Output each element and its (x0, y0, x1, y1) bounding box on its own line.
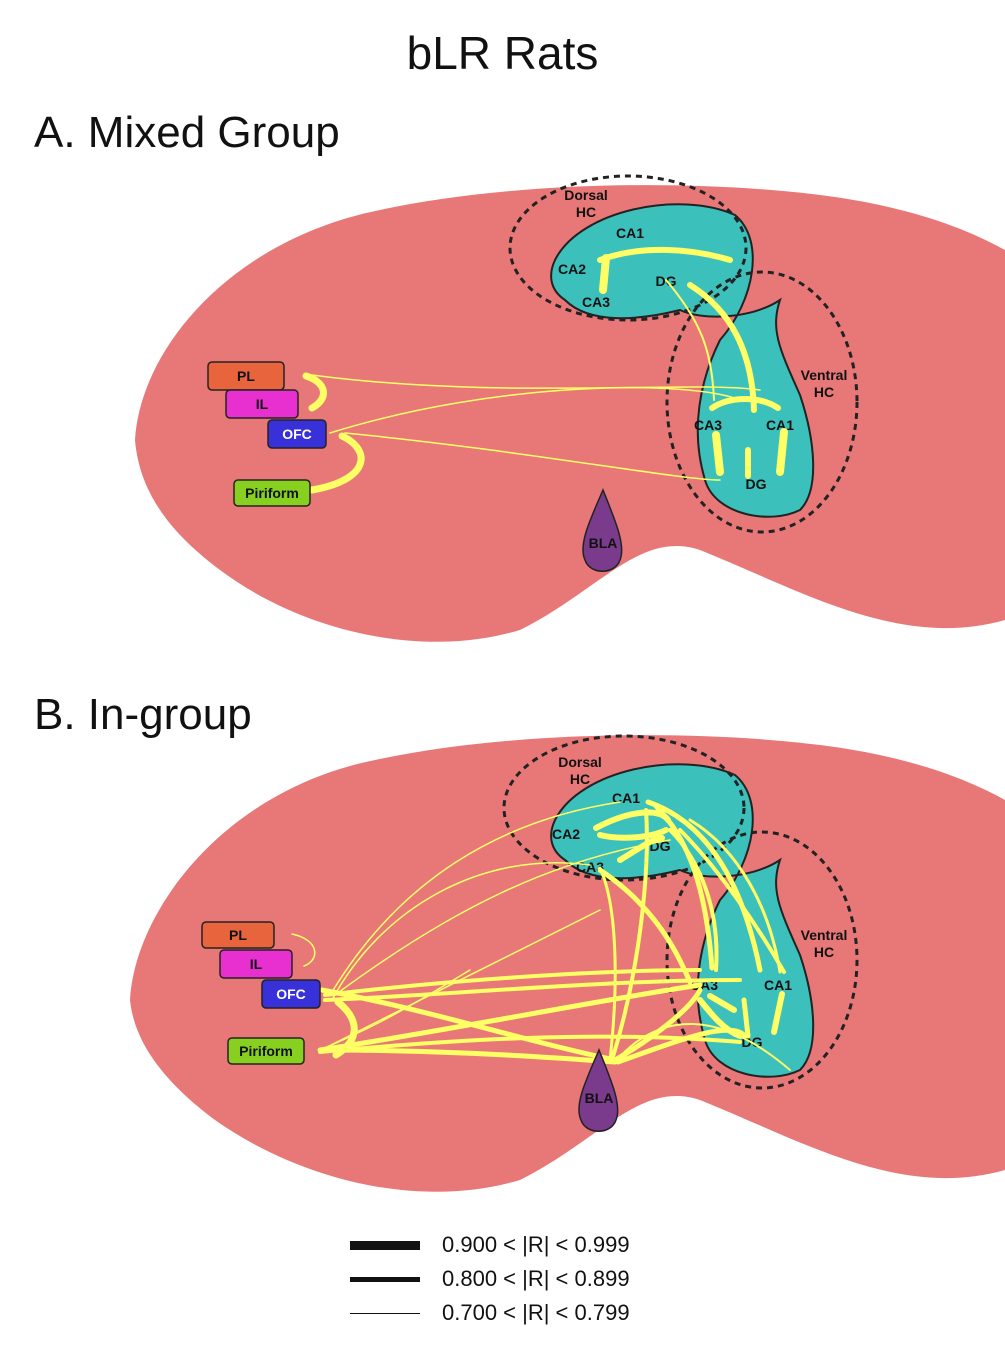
ofc-node: OFC (262, 980, 320, 1008)
piriform-node: Piriform (228, 1038, 304, 1064)
legend-line-medium (350, 1277, 420, 1282)
piriform-label: Piriform (245, 485, 299, 501)
ventral-ca3-label: CA3 (694, 417, 722, 433)
ofc-node: OFC (268, 420, 326, 448)
dorsal-ca2-label: CA2 (558, 261, 586, 277)
pl-label: PL (229, 927, 247, 943)
dorsal-hc-label-line1: Dorsal (558, 754, 602, 770)
piriform-node: Piriform (234, 480, 310, 506)
legend-text: 0.900 < |R| < 0.999 (442, 1232, 630, 1258)
legend-text: 0.800 < |R| < 0.899 (442, 1266, 630, 1292)
ofc-label: OFC (276, 986, 306, 1002)
il-label: IL (250, 956, 263, 972)
dorsal-hc-label-line2: HC (570, 771, 590, 787)
pl-node: PL (202, 922, 274, 948)
legend-text: 0.700 < |R| < 0.799 (442, 1300, 630, 1326)
legend-line-thin (350, 1313, 420, 1314)
ventral-hc-label-line2: HC (814, 944, 834, 960)
il-node: IL (226, 390, 298, 418)
dorsal-ca2-label: CA2 (552, 826, 580, 842)
bla-label: BLA (589, 535, 618, 551)
connection (603, 258, 606, 290)
ventral-ca1-label: CA1 (766, 417, 794, 433)
il-label: IL (256, 396, 269, 412)
connection (716, 435, 720, 472)
legend-line-thick (350, 1241, 420, 1250)
ventral-hc-label-line1: Ventral (801, 927, 848, 943)
pl-label: PL (237, 368, 255, 384)
piriform-label: Piriform (239, 1043, 293, 1059)
dorsal-hc-label-line1: Dorsal (564, 187, 608, 203)
ventral-ca1-label: CA1 (764, 977, 792, 993)
bla-label: BLA (585, 1090, 614, 1106)
pl-node: PL (208, 362, 284, 390)
dorsal-ca3-label: CA3 (582, 294, 610, 310)
ventral-hc-label-line1: Ventral (801, 367, 848, 383)
ofc-label: OFC (282, 426, 312, 442)
connection (780, 432, 784, 472)
dorsal-ca1-label: CA1 (616, 225, 644, 241)
ventral-hc-label-line2: HC (814, 384, 834, 400)
dorsal-ca1-label: CA1 (612, 790, 640, 806)
figure-title: bLR Rats (0, 26, 1005, 80)
il-node: IL (220, 950, 292, 978)
dorsal-hc-label-line2: HC (576, 204, 596, 220)
